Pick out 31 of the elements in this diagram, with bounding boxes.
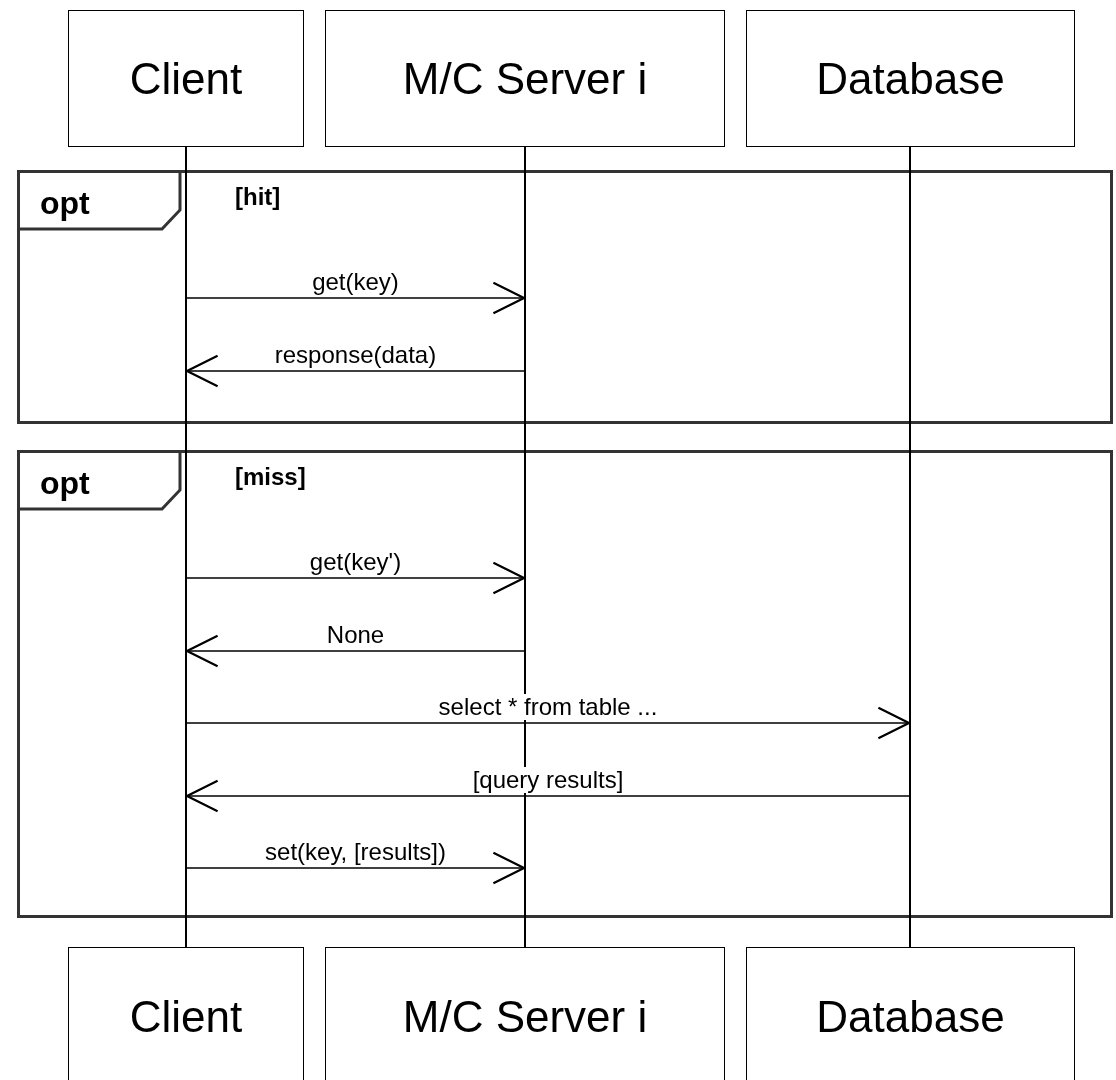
message-arrow xyxy=(185,354,525,388)
guard-condition: [hit] xyxy=(235,183,281,211)
message-arrow xyxy=(186,281,526,315)
lifeline xyxy=(185,173,187,421)
lifeline xyxy=(524,420,526,454)
participant-box: Database xyxy=(746,10,1075,147)
lifeline xyxy=(185,146,187,174)
message-arrow xyxy=(186,851,526,885)
participant-box: Client xyxy=(68,947,304,1080)
message-arrow xyxy=(185,634,525,668)
message-arrow xyxy=(186,706,911,740)
lifeline xyxy=(524,173,526,421)
lifeline xyxy=(909,914,911,948)
lifeline xyxy=(185,453,187,915)
lifeline xyxy=(524,146,526,174)
lifeline xyxy=(909,173,911,421)
operator-label: opt xyxy=(40,465,90,502)
lifeline xyxy=(524,914,526,948)
lifeline xyxy=(909,453,911,915)
participant-box: M/C Server i xyxy=(325,947,725,1080)
message-arrow xyxy=(185,779,910,813)
lifeline xyxy=(185,420,187,454)
participant-box: Client xyxy=(68,10,304,147)
guard-condition: [miss] xyxy=(235,463,306,491)
participant-box: M/C Server i xyxy=(325,10,725,147)
message-arrow xyxy=(186,561,526,595)
lifeline xyxy=(909,146,911,174)
operator-label: opt xyxy=(40,185,90,222)
lifeline xyxy=(185,914,187,948)
participant-box: Database xyxy=(746,947,1075,1080)
lifeline xyxy=(909,420,911,454)
